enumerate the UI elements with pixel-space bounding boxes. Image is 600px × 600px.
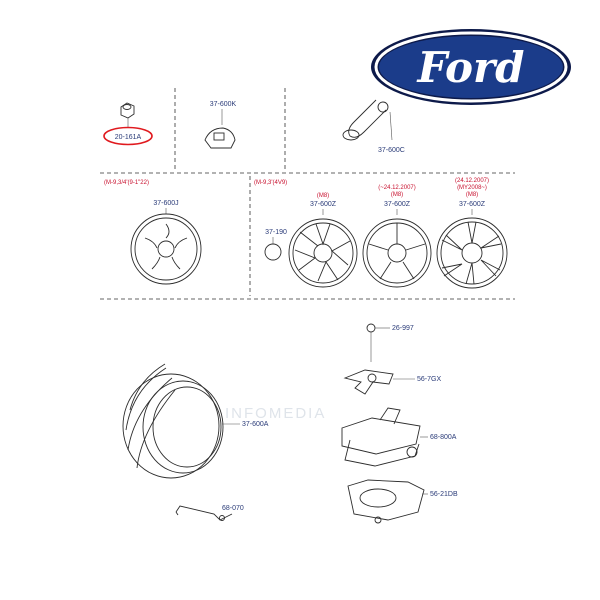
highlight-circle [103, 126, 153, 146]
section-note: (M-9,3/4'(9-1"22) [104, 180, 149, 186]
section-note: (MY2008~) [457, 185, 487, 191]
part-label: 37-600J [153, 200, 178, 207]
valve-stem-part[interactable]: 37-600C [342, 99, 405, 154]
part-label: 37-600Z [384, 201, 411, 208]
ford-logo-text: Ford [416, 43, 524, 92]
section-note: (M8) [391, 192, 403, 198]
part-label: 20-161A [115, 134, 142, 141]
watermark: INFOMEDIA [225, 405, 326, 422]
tyre-part[interactable]: 37-600A [122, 363, 269, 479]
section-dividers [100, 88, 515, 300]
section-note: (M-9,3'(4V9) [254, 180, 287, 186]
part-label: 37-600A [242, 421, 269, 428]
ford-logo: Ford [371, 29, 571, 105]
part-label: 68-800A [430, 434, 457, 441]
alloy-wheel-part[interactable] [288, 209, 358, 288]
section-note: (~24.12.2007) [378, 185, 416, 191]
spare-wheel-tray-part[interactable]: 56-21DB [347, 479, 458, 524]
part-label: 37-190 [265, 229, 287, 236]
part-label: 26-997 [392, 325, 414, 332]
jack-part[interactable]: 68-800A [341, 407, 457, 467]
part-label: 68-070 [222, 505, 244, 512]
part-label: 37-600Z [310, 201, 337, 208]
center-cap-part[interactable]: 37-190 [264, 229, 287, 261]
section-note: (M8) [466, 192, 478, 198]
part-label: 37-600Z [459, 201, 486, 208]
part-label: 37-600C [378, 147, 405, 154]
alloy-wheel-part[interactable] [436, 209, 508, 289]
wheel-brace-part[interactable]: 68-070 [175, 505, 244, 521]
part-label: 56-7GX [417, 376, 441, 383]
alloy-wheel-part[interactable] [362, 209, 432, 288]
part-label: 56-21DB [430, 491, 458, 498]
section-note: (24.12.2007) [455, 178, 489, 184]
spare-wheel-bracket-part[interactable]: 56-7GX [343, 369, 441, 395]
wheel-nut-part[interactable]: 20-161A [103, 102, 153, 146]
jack-bolt-part[interactable]: 26-997 [366, 323, 414, 362]
section-note: (M8) [317, 193, 329, 199]
part-label: 37-600K [210, 101, 237, 108]
tpms-sensor-part[interactable]: 37-600K [204, 101, 237, 149]
steel-wheel-part[interactable] [130, 208, 202, 285]
